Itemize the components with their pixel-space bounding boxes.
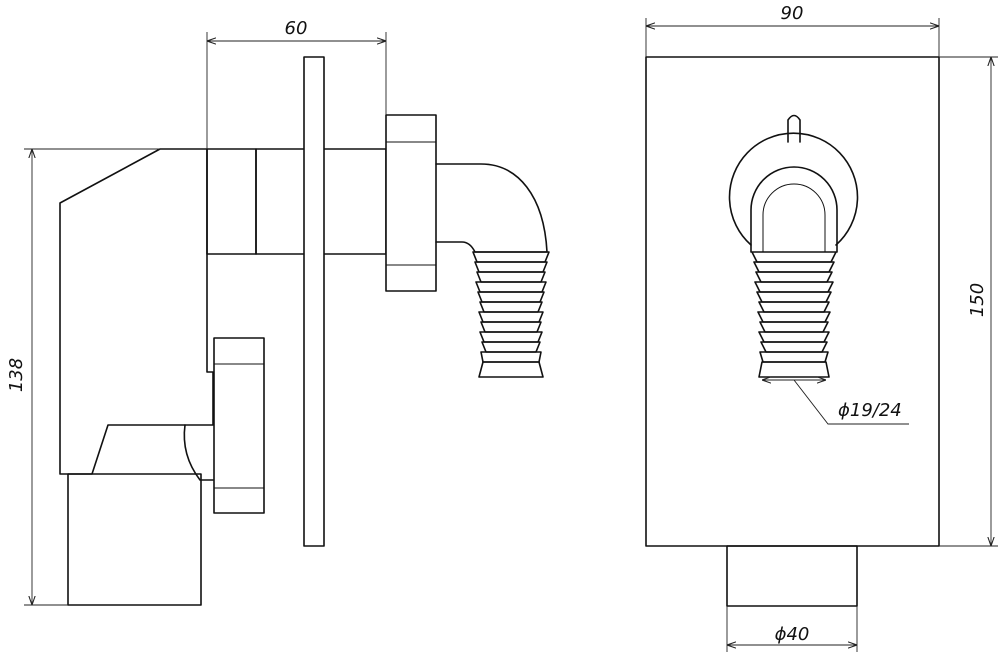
hose-elbow [435,163,548,253]
dim-outlet-diameter: ϕ40 [726,606,858,652]
mounting-ring [728,132,859,246]
dim-front-width: 90 [645,3,940,57]
dim-outlet-diameter-label: ϕ40 [775,624,810,645]
wall-plate [303,56,325,547]
front-outlet-pipe [726,545,858,607]
hose-arch [750,166,838,253]
dim-hose-diameter-label: ϕ19/24 [838,400,902,421]
lower-joint-curve [183,424,214,481]
bottom-outlet-pipe [67,473,202,606]
lower-union-nut [213,337,265,514]
front-view: ϕ19/24 90 150 ϕ40 [645,3,998,652]
dim-hose-diameter: ϕ19/24 [762,380,909,425]
dim-side-depth: 60 [206,18,387,149]
hose-connector-side [472,251,550,378]
ring-tab [787,114,801,143]
side-view: 60 138 [6,18,550,606]
dim-side-height: 138 [6,148,160,606]
dim-front-width-label: 90 [781,3,804,24]
dim-front-height-label: 150 [967,283,988,317]
dim-side-height-label: 138 [6,358,27,392]
dim-side-depth-label: 60 [285,18,308,39]
upper-union-nut [385,114,437,292]
upper-pipe-section [206,148,257,255]
siphon-body [59,148,214,475]
dim-front-height: 150 [939,56,998,547]
hose-connector-front [751,251,837,378]
